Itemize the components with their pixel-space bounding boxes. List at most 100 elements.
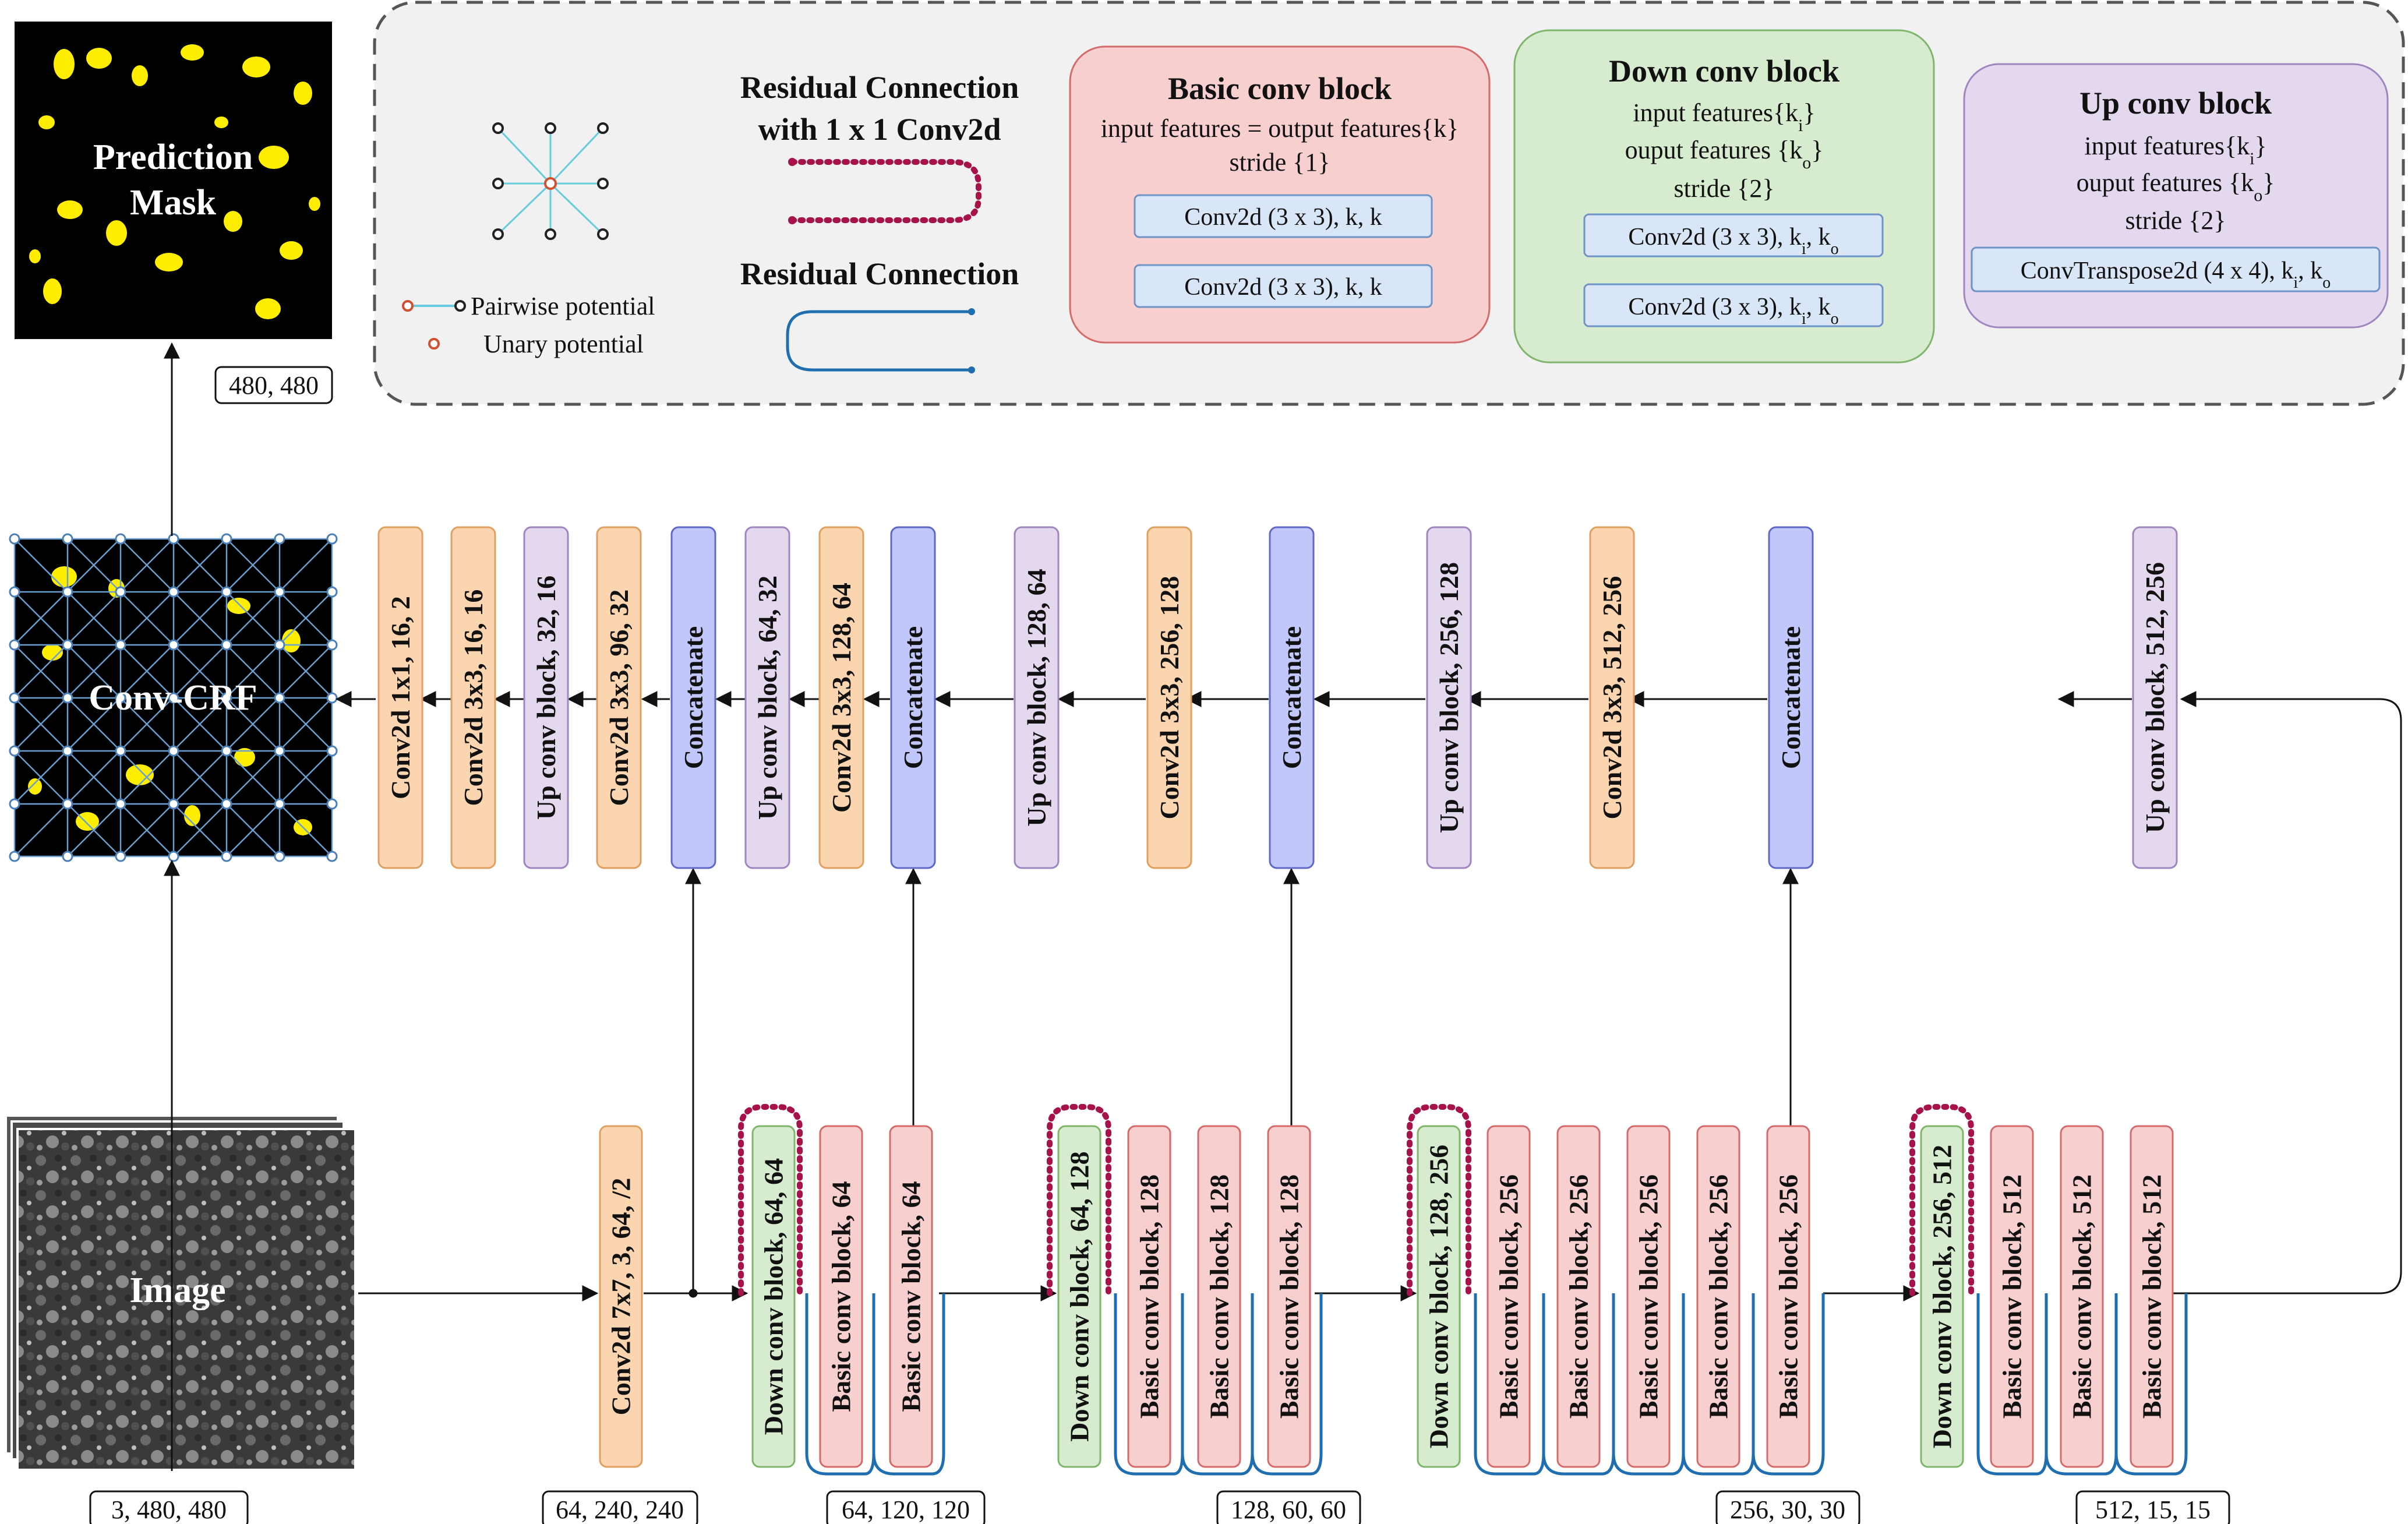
encoder-block-label-3: Basic conv block, 64 xyxy=(827,1181,856,1412)
decoder-block-7: Conv2d 3x3, 128, 64 xyxy=(818,526,864,869)
svg-text:input features{ki}: input features{ki} xyxy=(1633,98,1815,135)
encoder-block-1: Conv2d 7x7, 3, 64, /2 xyxy=(599,1125,643,1468)
shape-label-s1: 64, 240, 240 xyxy=(556,1495,684,1524)
encoder-block-2: Down conv block, 64, 64 xyxy=(751,1125,796,1468)
decoder-block-8: Concatenate xyxy=(890,526,936,869)
unary-potential-label: Unary potential xyxy=(483,330,644,358)
decoder-block-13: Conv2d 3x3, 512, 256 xyxy=(1589,526,1635,869)
encoder-block-label-10: Basic conv block, 256 xyxy=(1494,1174,1524,1419)
decoder-block-label-12: Up conv block, 256, 128 xyxy=(1434,562,1464,833)
svg-text:Conv2d (3 x 3), k, k: Conv2d (3 x 3), k, k xyxy=(1184,274,1382,301)
res-label: Residual Connection xyxy=(740,256,1019,291)
encoder-block-label-17: Basic conv block, 512 xyxy=(2067,1174,2097,1419)
encoder-block-18: Basic conv block, 512 xyxy=(2130,1125,2174,1468)
decoder-block-label-5: Concatenate xyxy=(679,626,708,769)
decoder-block-label-1: Conv2d 1x1, 16, 2 xyxy=(386,596,415,799)
encoder-block-5: Down conv block, 64, 128 xyxy=(1057,1125,1101,1468)
svg-text:input features{ki}: input features{ki} xyxy=(2084,132,2266,168)
encoder-block-label-6: Basic conv block, 128 xyxy=(1135,1174,1164,1419)
encoder-block-label-13: Basic conv block, 256 xyxy=(1704,1174,1733,1419)
shape-label-s5: 512, 15, 15 xyxy=(2095,1495,2211,1524)
input-image-stack: Image xyxy=(5,1114,356,1471)
input-shape-label: 3, 480, 480 xyxy=(111,1495,227,1524)
encoder-block-12: Basic conv block, 256 xyxy=(1626,1125,1671,1468)
svg-text:stride {2}: stride {2} xyxy=(1674,174,1775,203)
decoder-block-10: Conv2d 3x3, 256, 128 xyxy=(1146,526,1192,869)
decoder-block-label-3: Up conv block, 32, 16 xyxy=(531,576,561,820)
decoder-block-12: Up conv block, 256, 128 xyxy=(1426,526,1472,869)
encoder-block-17: Basic conv block, 512 xyxy=(2060,1125,2104,1468)
encoder-block-label-8: Basic conv block, 128 xyxy=(1274,1174,1304,1419)
encoder-block-9: Down conv block, 128, 256 xyxy=(1417,1125,1461,1468)
encoder-blocks: Conv2d 7x7, 3, 64, /2 Down conv block, 64… xyxy=(599,1125,2174,1468)
encoder-block-label-9: Down conv block, 128, 256 xyxy=(1424,1145,1454,1448)
decoder-block-label-7: Conv2d 3x3, 128, 64 xyxy=(827,583,856,813)
encoder-block-3: Basic conv block, 64 xyxy=(819,1125,863,1468)
decoder-block-15: Up conv block, 512, 256 xyxy=(2132,526,2178,869)
encoder-block-label-4: Basic conv block, 64 xyxy=(896,1181,926,1412)
encoder-block-16: Basic conv block, 512 xyxy=(1990,1125,2034,1468)
svg-text:stride {2}: stride {2} xyxy=(2125,206,2226,235)
decoder-block-label-11: Concatenate xyxy=(1277,626,1307,769)
decoder-block-label-2: Conv2d 3x3, 16, 16 xyxy=(458,590,488,806)
legend-panel: Pairwise potential Unary potential Resid… xyxy=(373,1,2405,406)
up-conv-block-legend: Up conv block input features{ki} ouput f… xyxy=(1963,63,2389,329)
tensor-shape-labels: 64, 240, 240 64, 120, 120 128, 60, 60 25… xyxy=(542,1490,2230,1524)
encoder-block-13: Basic conv block, 256 xyxy=(1696,1125,1740,1468)
encoder-block-label-12: Basic conv block, 256 xyxy=(1634,1174,1664,1419)
decoder-block-14: Concatenate xyxy=(1768,526,1814,869)
encoder-connectors xyxy=(358,691,2402,1301)
res1x1-label-2: with 1 x 1 Conv2d xyxy=(758,112,1001,147)
svg-text:stride {1}: stride {1} xyxy=(1230,148,1330,177)
conv-crf-image: Conv-CRF xyxy=(9,533,338,862)
svg-text:ConvTranspose2d (4 x 4), ki,: ConvTranspose2d (4 x 4), ki, ko xyxy=(2021,257,2331,292)
encoder-block-label-14: Basic conv block, 256 xyxy=(1774,1174,1803,1419)
svg-text:input features = output featur: input features = output features{k} xyxy=(1101,114,1459,143)
encoder-block-label-15: Down conv block, 256, 512 xyxy=(1927,1145,1957,1448)
encoder-block-6: Basic conv block, 128 xyxy=(1127,1125,1171,1468)
down-conv-block-legend: Down conv block input features{ki} ouput… xyxy=(1513,29,1935,364)
svg-text:ouput features {ko}: ouput features {ko} xyxy=(2077,168,2275,205)
decoder-block-2: Conv2d 3x3, 16, 16 xyxy=(450,526,496,869)
decoder-block-label-13: Conv2d 3x3, 512, 256 xyxy=(1597,576,1627,820)
decoder-block-label-6: Up conv block, 64, 32 xyxy=(753,576,782,820)
pairwise-potential-legend: Pairwise potential xyxy=(402,292,655,320)
encoder-block-label-1: Conv2d 7x7, 3, 64, /2 xyxy=(606,1178,636,1416)
res1x1-label-1: Residual Connection xyxy=(740,70,1019,105)
decoder-block-4: Conv2d 3x3, 96, 32 xyxy=(596,526,642,869)
encoder-block-label-16: Basic conv block, 512 xyxy=(1997,1174,2027,1419)
pairwise-potential-label: Pairwise potential xyxy=(471,292,655,320)
decoder-block-9: Up conv block, 128, 64 xyxy=(1014,526,1060,869)
decoder-block-label-9: Up conv block, 128, 64 xyxy=(1022,569,1051,826)
decoder-block-3: Up conv block, 32, 16 xyxy=(523,526,569,869)
svg-text:Conv2d (3 x 3), k, k: Conv2d (3 x 3), k, k xyxy=(1184,204,1382,231)
encoder-block-label-2: Down conv block, 64, 64 xyxy=(759,1158,789,1435)
decoder-block-11: Concatenate xyxy=(1269,526,1315,869)
encoder-block-11: Basic conv block, 256 xyxy=(1556,1125,1601,1468)
decoder-block-label-4: Conv2d 3x3, 96, 32 xyxy=(604,590,634,806)
res-solid-line-icon xyxy=(786,310,972,372)
shape-label-s3: 128, 60, 60 xyxy=(1231,1495,1346,1524)
decoder-block-6: Up conv block, 64, 32 xyxy=(744,526,790,869)
encoder-block-7: Basic conv block, 128 xyxy=(1197,1125,1241,1468)
decoder-block-label-15: Up conv block, 512, 256 xyxy=(2140,562,2170,833)
crf-kernel-icon xyxy=(492,122,609,240)
svg-text:Conv2d (3 x 3), ki, ko: Conv2d (3 x 3), ki, ko xyxy=(1628,224,1838,258)
conv-crf-label: Conv-CRF xyxy=(89,678,257,718)
basic-conv-block-legend: Basic conv block input features = output… xyxy=(1069,45,1491,344)
input-image-label: Image xyxy=(129,1271,225,1310)
svg-text:Conv2d (3 x 3), ki, ko: Conv2d (3 x 3), ki, ko xyxy=(1628,294,1838,328)
crf-grid-nodes xyxy=(9,533,338,862)
decoder-block-label-14: Concatenate xyxy=(1776,626,1806,769)
svg-text:ouput features {ko}: ouput features {ko} xyxy=(1625,136,1824,172)
encoder-block-14: Basic conv block, 256 xyxy=(1766,1125,1810,1468)
decoder-block-label-8: Concatenate xyxy=(898,626,928,769)
encoder-block-8: Basic conv block, 128 xyxy=(1267,1125,1311,1468)
decoder-block-label-10: Conv2d 3x3, 256, 128 xyxy=(1154,576,1184,820)
decoder-block-1: Conv2d 1x1, 16, 2 xyxy=(377,526,423,869)
encoder-block-15: Down conv block, 256, 512 xyxy=(1920,1125,1964,1468)
encoder-block-10: Basic conv block, 256 xyxy=(1487,1125,1531,1468)
